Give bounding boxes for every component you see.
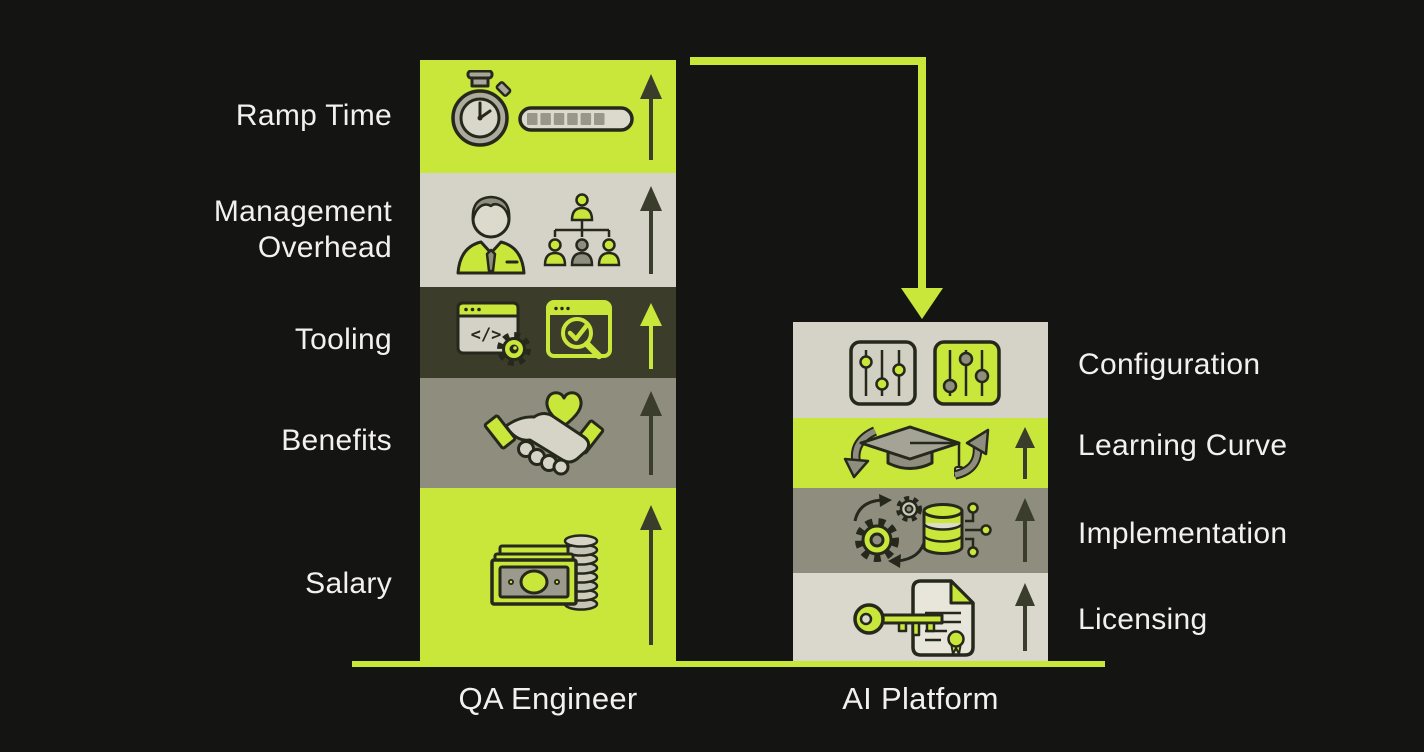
axis-label-ai-platform: AI Platform	[842, 681, 999, 716]
up-arrow-icon	[640, 303, 662, 369]
handshake-icon	[483, 412, 605, 476]
salary-icons	[490, 534, 599, 611]
segment-configuration	[793, 322, 1048, 418]
category-label-implementation: Implementation	[1078, 517, 1288, 550]
category-label-configuration: Configuration	[1078, 348, 1261, 381]
up-arrow-icon	[640, 505, 662, 645]
gears-cycle-icon	[853, 494, 927, 568]
benefits-icons	[483, 391, 605, 476]
implementation-icons	[853, 494, 992, 568]
sliders-panel-inverted-icon	[933, 340, 1001, 406]
axis-label-qa-engineer: QA Engineer	[458, 681, 638, 716]
segment-tooling: </>	[420, 287, 676, 378]
up-arrow-icon	[640, 74, 662, 160]
ramp-time-icons	[451, 70, 634, 147]
tooling-icons: </>	[456, 300, 612, 366]
coin-stack-icon	[563, 534, 599, 611]
ai-platform-bar	[793, 322, 1048, 662]
database-network-icon	[922, 502, 992, 558]
manager-icon	[456, 195, 526, 275]
management-icons	[456, 193, 621, 275]
up-arrow-icon	[1015, 498, 1035, 562]
up-arrow-icon	[1015, 583, 1035, 651]
qa-scan-window-icon	[546, 300, 612, 360]
up-arrow-icon	[640, 391, 662, 475]
up-arrow-icon	[1015, 427, 1035, 479]
curved-arrow-down-icon	[843, 426, 878, 479]
category-label-learning-curve: Learning Curve	[1078, 429, 1288, 462]
banknote-icon	[490, 544, 578, 606]
category-label-ramp-time: Ramp Time	[235, 99, 392, 132]
sliders-panel-icon	[849, 340, 917, 406]
segment-implementation	[793, 488, 1048, 573]
segment-learning-curve	[793, 418, 1048, 488]
org-chart-icon	[543, 193, 621, 267]
code-window-icon: </>	[456, 301, 520, 355]
progress-bar-icon	[518, 106, 634, 132]
connector-arrow-horizontal	[690, 57, 926, 65]
segment-ramp-time	[420, 60, 676, 173]
key-icon	[853, 603, 944, 637]
category-label-management-overhead: Management Overhead	[213, 195, 392, 264]
learning-curve-icons	[843, 425, 990, 480]
category-label-licensing: Licensing	[1078, 603, 1208, 636]
segment-licensing	[793, 573, 1048, 662]
connector-arrow-vertical	[918, 57, 926, 289]
stopwatch-icon	[451, 70, 512, 147]
licensing-icons	[853, 579, 975, 657]
baseline	[352, 661, 1105, 667]
up-arrow-icon	[640, 186, 662, 274]
graduation-cap-icon	[859, 425, 964, 478]
segment-salary	[420, 488, 676, 662]
segment-management-overhead	[420, 173, 676, 287]
qa-engineer-bar: </>	[420, 60, 676, 662]
configuration-icons	[849, 340, 1001, 406]
category-label-tooling: Tooling	[294, 323, 392, 356]
category-label-salary: Salary	[305, 567, 392, 600]
connector-arrowhead-icon	[901, 288, 943, 319]
segment-benefits	[420, 378, 676, 488]
gear-icon	[497, 332, 531, 366]
svg-text:</>: </>	[471, 325, 502, 345]
category-label-benefits: Benefits	[281, 424, 392, 457]
curved-arrow-up-icon	[953, 428, 990, 480]
